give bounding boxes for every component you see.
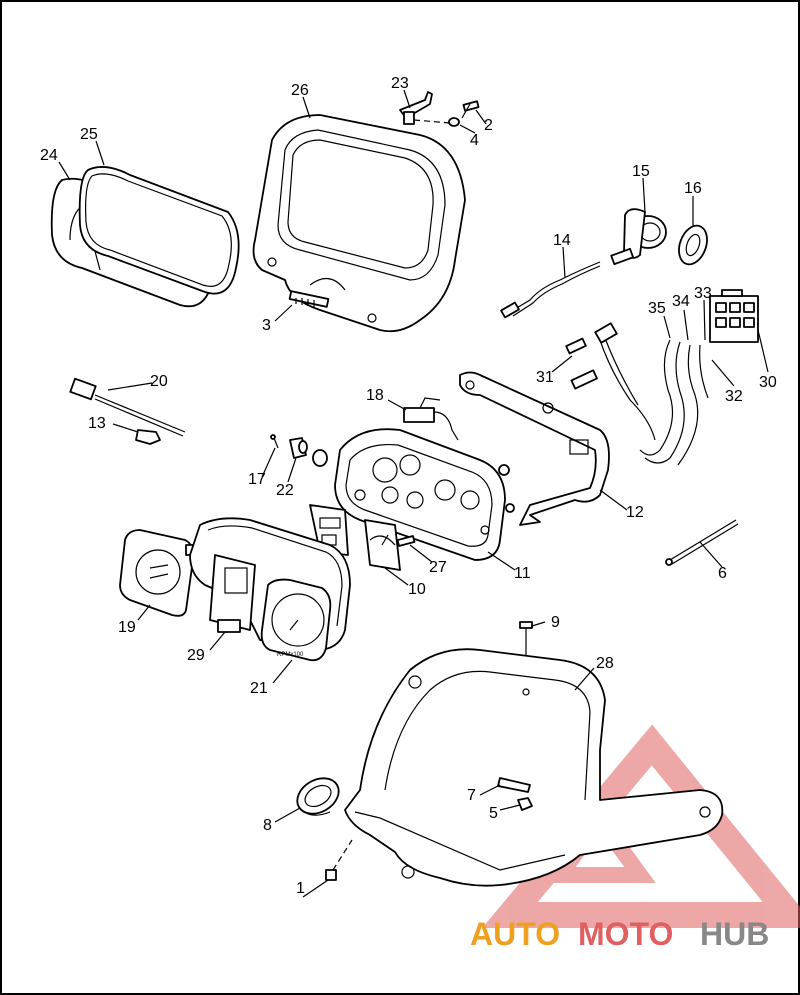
callout-26: 26 xyxy=(291,82,309,99)
watermark-wordmark: AUTO MOTO HUB xyxy=(470,916,769,952)
callout-23: 23 xyxy=(391,75,409,92)
seal-16 xyxy=(678,224,708,266)
cable-20 xyxy=(69,377,186,437)
lens-gasket xyxy=(78,166,240,295)
grommet xyxy=(312,449,328,467)
dash-guide xyxy=(332,839,353,871)
screw-17 xyxy=(270,434,279,449)
callout-24: 24 xyxy=(40,147,58,164)
washer-4 xyxy=(448,117,460,127)
callout-21: 21 xyxy=(250,680,268,697)
callout-4: 4 xyxy=(470,132,479,149)
wordmark-hub: HUB xyxy=(700,916,769,952)
wordmark-moto: MOTO xyxy=(578,916,673,952)
screw-1 xyxy=(325,869,337,881)
callout-25: 25 xyxy=(80,126,98,143)
callout-30: 30 xyxy=(759,374,777,391)
callout-31: 31 xyxy=(536,369,554,386)
callout-10: 10 xyxy=(408,581,426,598)
clip-7 xyxy=(497,777,531,793)
callout-11: 11 xyxy=(514,565,531,582)
lamp-18 xyxy=(403,397,459,441)
callout-5: 5 xyxy=(489,805,498,822)
callout-2: 2 xyxy=(484,117,493,134)
callout-15: 15 xyxy=(632,163,650,180)
callout-9: 9 xyxy=(551,614,560,631)
callout-7: 7 xyxy=(467,787,476,804)
tach-label: RPMx100 xyxy=(277,652,304,658)
callout-8: 8 xyxy=(263,817,272,834)
callout-12: 12 xyxy=(626,504,644,521)
callout-34: 34 xyxy=(672,293,690,310)
harness-12 xyxy=(459,322,709,526)
callout-18: 18 xyxy=(366,387,384,404)
callout-19: 19 xyxy=(118,619,136,636)
callout-35: 35 xyxy=(648,300,666,317)
screw-2 xyxy=(461,100,480,119)
bracket-23 xyxy=(399,91,433,125)
bezel-cover xyxy=(252,114,466,333)
callout-3: 3 xyxy=(262,317,271,334)
cable-14 xyxy=(500,261,601,319)
callout-6: 6 xyxy=(718,565,727,582)
grommet-8 xyxy=(296,777,340,816)
callout-29: 29 xyxy=(187,647,205,664)
screw-27 xyxy=(396,535,416,547)
callout-1: 1 xyxy=(296,880,305,897)
bolt-3 xyxy=(288,290,330,308)
wordmark-auto: AUTO xyxy=(470,916,560,952)
callout-33: 33 xyxy=(694,285,712,302)
socket-22 xyxy=(289,437,308,459)
callout-13: 13 xyxy=(88,415,106,432)
dash-guide xyxy=(413,119,451,124)
nut xyxy=(498,464,510,476)
callout-32: 32 xyxy=(725,388,743,405)
callout-17: 17 xyxy=(248,471,266,488)
sensor-15 xyxy=(610,208,667,266)
rod-6 xyxy=(665,519,739,566)
bolt-9 xyxy=(519,621,533,660)
callout-14: 14 xyxy=(553,232,571,249)
connector-30 xyxy=(709,289,759,343)
callout-labels: 1 2 3 4 5 6 7 8 9 10 11 12 13 14 15 16 1… xyxy=(40,75,777,897)
callout-22: 22 xyxy=(276,482,294,499)
leader-lines xyxy=(58,89,769,898)
nut xyxy=(505,503,515,513)
gauge-19 xyxy=(119,529,195,617)
gauge-29 xyxy=(209,554,256,633)
callout-20: 20 xyxy=(150,373,168,390)
nut-5 xyxy=(517,797,533,811)
gauge-21: RPMx100 xyxy=(260,578,332,662)
lower-housing-28 xyxy=(344,648,724,887)
housing-11 xyxy=(334,428,506,561)
callout-28: 28 xyxy=(596,655,614,672)
clip-13 xyxy=(135,429,161,445)
callout-27: 27 xyxy=(429,559,447,576)
gauge-plate-10 xyxy=(364,519,401,571)
callout-16: 16 xyxy=(684,180,702,197)
